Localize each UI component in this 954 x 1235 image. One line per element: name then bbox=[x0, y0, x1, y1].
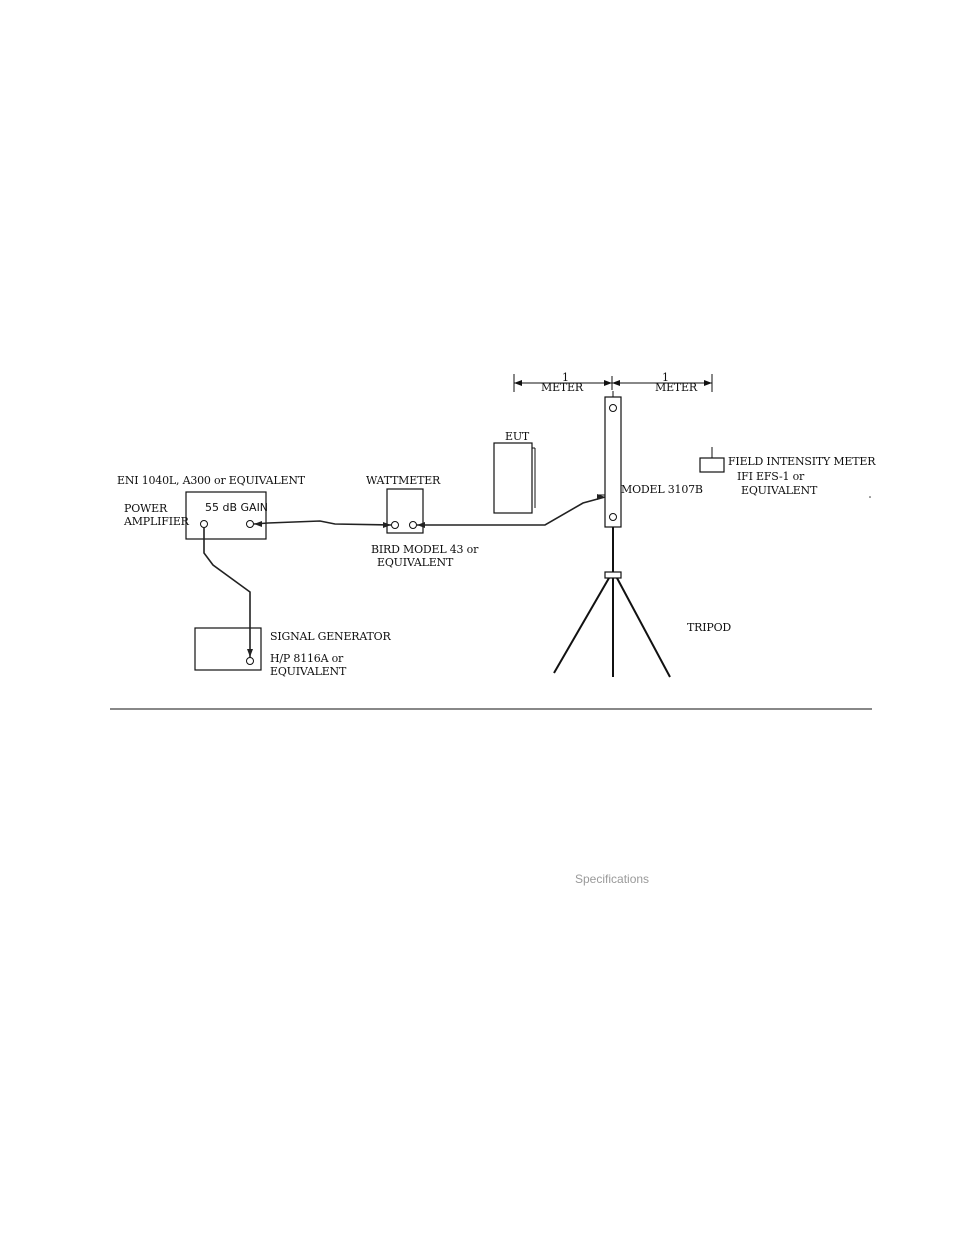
fim-label-2: IFI EFS-1 or bbox=[737, 470, 805, 483]
wattmeter: WATTMETER BIRD MODEL 43 or EQUIVALENT bbox=[366, 474, 479, 569]
amp-input-port bbox=[200, 520, 208, 528]
tripod: TRIPOD bbox=[553, 527, 732, 678]
tripod-label: TRIPOD bbox=[687, 621, 731, 634]
amp-gain-label: 55 dB GAIN bbox=[205, 501, 268, 514]
meter-left-label: METER bbox=[541, 381, 584, 394]
wattmeter-label: WATTMETER bbox=[366, 474, 441, 487]
bird-label-1: BIRD MODEL 43 or bbox=[371, 543, 479, 556]
bird-label-2: EQUIVALENT bbox=[377, 556, 454, 569]
cables bbox=[203, 494, 606, 657]
signal-generator: SIGNAL GENERATOR H/P 8116A or EQUIVALENT bbox=[194, 627, 392, 678]
amp-output-port bbox=[246, 520, 254, 528]
siggen-label-2: H/P 8116A or bbox=[270, 652, 344, 665]
meter-left-number: 1 bbox=[562, 371, 569, 384]
footer-specifications: Specifications bbox=[575, 872, 650, 886]
amp-name-1: POWER bbox=[124, 502, 168, 515]
power-amplifier: ENI 1040L, A300 or EQUIVALENT POWER AMPL… bbox=[117, 474, 306, 540]
antenna-label: MODEL 3107B bbox=[621, 483, 703, 496]
fim-label-1: FIELD INTENSITY METER bbox=[728, 455, 876, 468]
siggen-label-3: EQUIVALENT bbox=[270, 665, 347, 678]
antenna: MODEL 3107B bbox=[598, 391, 703, 528]
fim-label-3: EQUIVALENT bbox=[741, 484, 818, 497]
siggen-label-1: SIGNAL GENERATOR bbox=[270, 630, 391, 643]
amp-name-2: AMPLIFIER bbox=[123, 515, 190, 528]
field-intensity-meter: FIELD INTENSITY METER IFI EFS-1 or EQUIV… bbox=[699, 447, 876, 497]
meter-right-number: 1 bbox=[662, 371, 669, 384]
amp-model-label: ENI 1040L, A300 or EQUIVALENT bbox=[117, 474, 306, 487]
eut-unit: EUT bbox=[493, 430, 536, 514]
eut-label: EUT bbox=[505, 430, 530, 443]
dimension-markers: 1 METER 1 METER bbox=[513, 371, 713, 394]
meter-right-label: METER bbox=[655, 381, 698, 394]
